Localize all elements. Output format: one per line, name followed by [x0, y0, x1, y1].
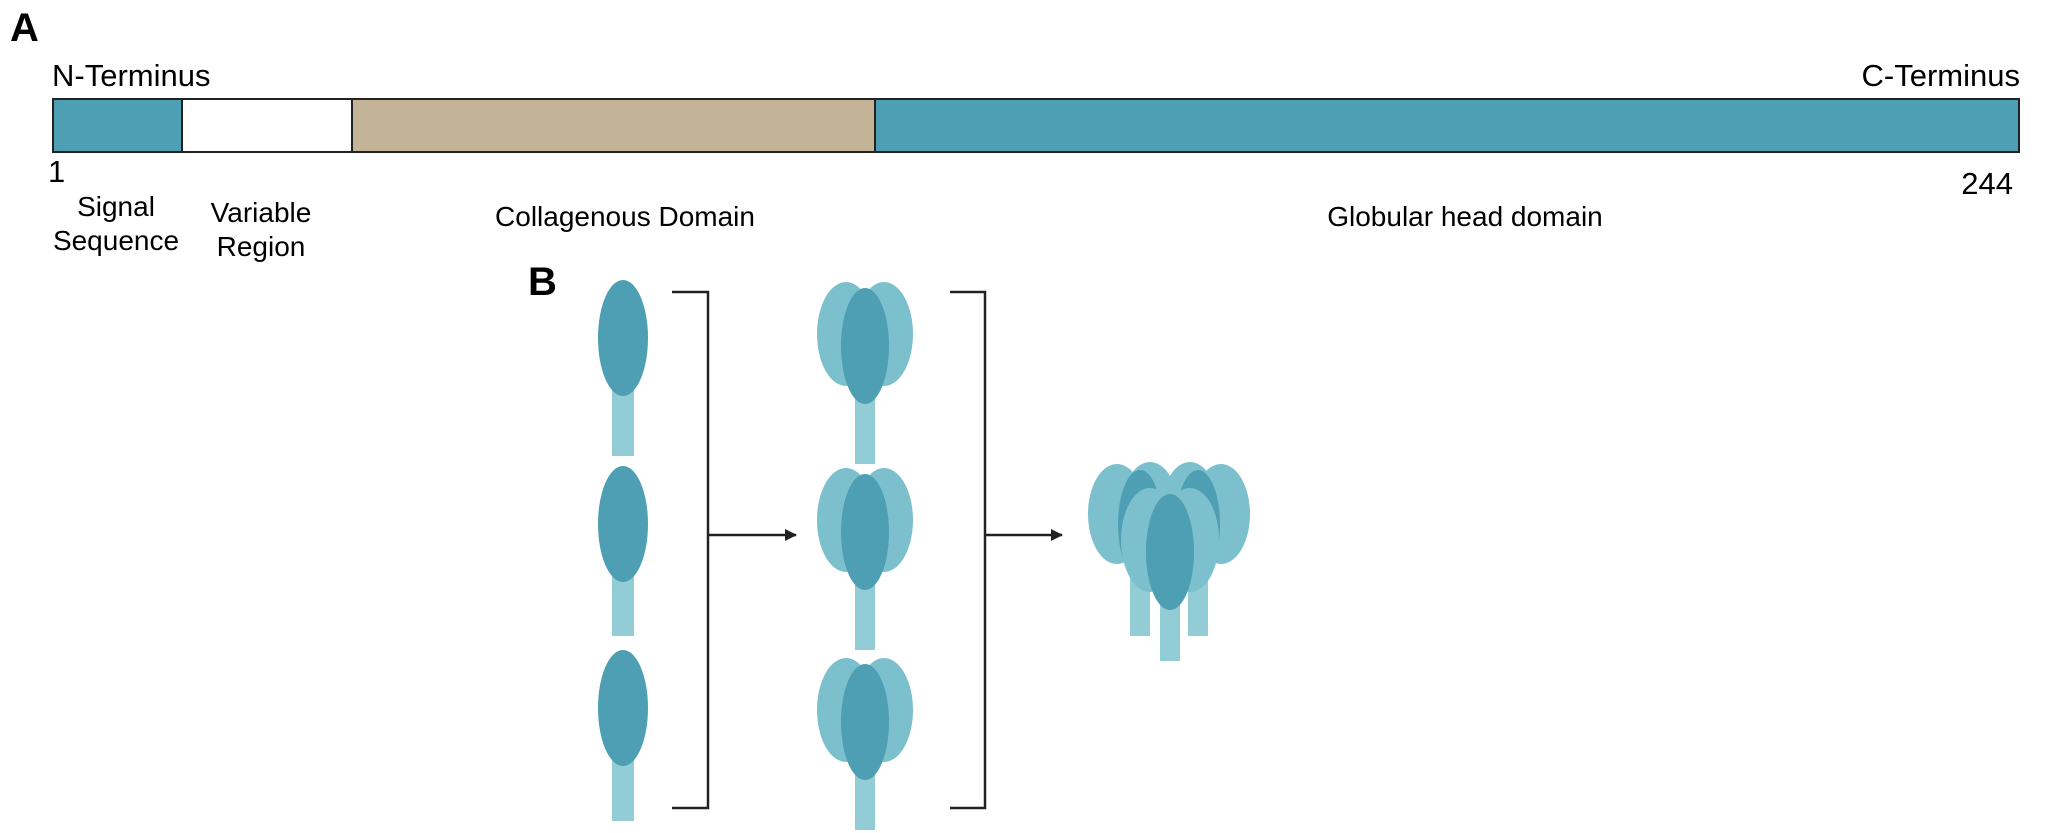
start-position-label: 1	[48, 154, 66, 189]
trimer-3-head-center	[841, 664, 889, 780]
n-terminus-label: N-Terminus	[52, 58, 211, 93]
trimer-2-stalk	[855, 572, 875, 650]
collagenous-domain-label: Collagenous Domain	[495, 201, 755, 232]
trimer-1-stalk	[855, 386, 875, 464]
bracket-1	[672, 290, 710, 810]
monomer-1-stalk	[612, 380, 634, 456]
panel-b-label: B	[528, 260, 557, 304]
signal-sequence-label-line2: Sequence	[52, 225, 180, 256]
trimer-2-head-center	[841, 474, 889, 590]
trimer-3	[817, 658, 913, 830]
trimer-1	[817, 282, 913, 464]
panel-a-label: A	[10, 6, 39, 50]
variable-region-label-line2: Region	[216, 231, 306, 262]
bracket-2	[950, 290, 987, 810]
trimer-1-head-center	[841, 288, 889, 404]
variable-region-label: Variable Region	[196, 196, 326, 264]
monomer-1-head	[598, 280, 648, 396]
monomer-2-head	[598, 466, 648, 582]
monomer-1	[598, 280, 648, 456]
monomer-3	[598, 650, 648, 821]
oligomer	[1088, 462, 1250, 661]
signal-sequence-segment	[54, 100, 181, 151]
signal-sequence-label-line1: Signal	[77, 191, 155, 222]
variable-region-label-line1: Variable	[210, 197, 312, 228]
c-terminus-label: C-Terminus	[1861, 58, 2020, 93]
trimer-2	[817, 468, 913, 650]
signal-sequence-label: Signal Sequence	[52, 190, 180, 258]
collagenous-domain-segment	[351, 100, 874, 151]
globular-head-label: Globular head domain	[1327, 201, 1603, 232]
variable-region-segment	[181, 100, 351, 151]
monomer-2	[598, 466, 648, 636]
protein-domain-bar	[52, 98, 2020, 153]
monomer-3-head	[598, 650, 648, 766]
globular-head-segment	[874, 100, 2018, 151]
oligomer-front-core	[1146, 494, 1194, 610]
end-position-label: 244	[1961, 166, 2013, 201]
